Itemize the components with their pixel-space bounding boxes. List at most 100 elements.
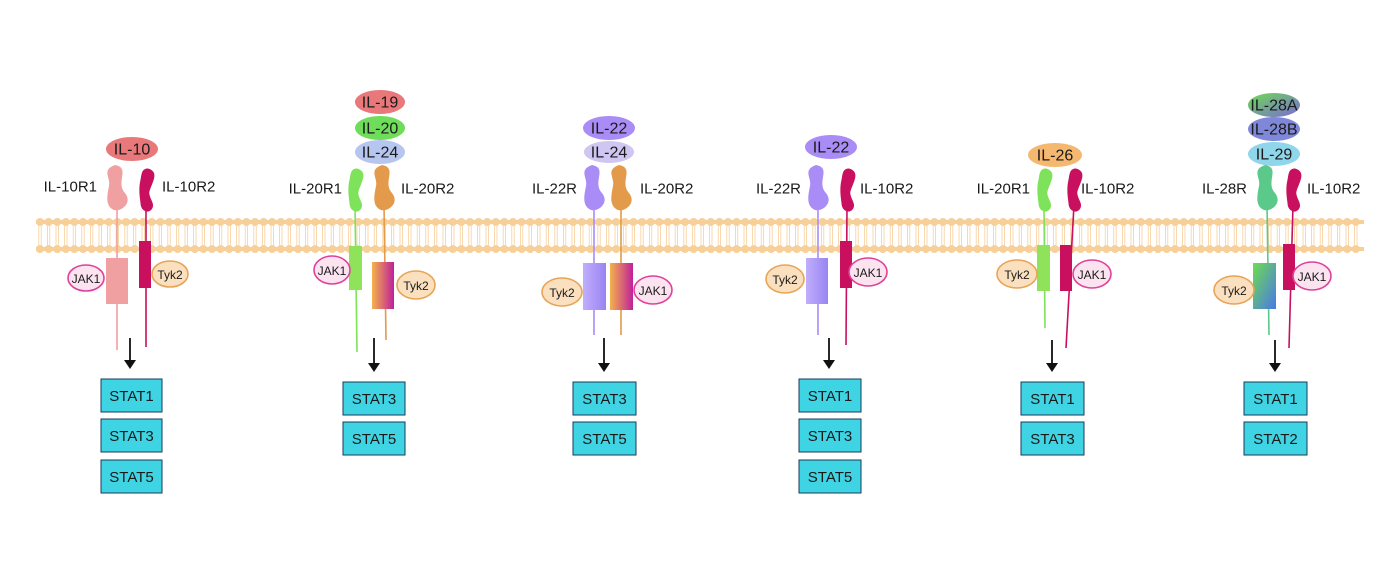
stat-box [1020,381,1085,416]
lipid-head [405,218,414,226]
stat-box [1020,421,1085,456]
lipid-head [921,245,930,253]
lipid-head [36,245,44,253]
lipid-head [1171,245,1180,253]
lipid-head [466,245,474,253]
intracellular-domain-left [349,246,362,290]
lipid-head [612,245,621,253]
lipid-head [1351,245,1360,253]
intracellular-domain-right [1283,244,1295,290]
ligand-label: IL-28A [1250,98,1297,115]
lipid-head [586,245,595,253]
lipid-head [1231,245,1240,253]
lipid-head [36,218,44,226]
lipid-head [216,218,225,226]
lipid-head [371,245,380,253]
lipid-head [603,218,612,226]
lipid-head [698,218,707,226]
receptor-head-left [348,168,364,212]
lipid-head [706,218,715,226]
stat-label: STAT1 [1030,391,1074,408]
lipid-head [225,245,234,253]
lipid-head [1343,218,1352,226]
lipid-head [982,245,990,253]
lipid-head [448,245,457,253]
lipid-head [577,218,586,226]
lipid-head [646,245,655,253]
lipid-head [216,245,225,253]
lipid-head [1093,245,1102,253]
lipid-head [130,245,139,253]
lipid-head [233,218,242,226]
lipid-head [423,218,431,226]
intracellular-domain-right [840,241,852,288]
receptor-head-right-hinge [143,201,151,209]
lipid-head [1007,218,1016,226]
lipid-head [715,245,724,253]
lipid-head [1334,218,1343,226]
lipid-head [526,245,535,253]
lipid-head [345,218,354,226]
lipid-head [655,245,664,253]
lipid-head [853,245,861,253]
lipid-head [1231,218,1240,226]
lipid-head [552,218,560,226]
lipid-head [337,245,345,253]
lipid-head [208,218,216,226]
lipid-head [96,245,105,253]
lipid-head [104,218,113,226]
lipid-head [629,218,638,226]
receptor-head-left-hinge [114,201,122,209]
lipid-head [1257,245,1266,253]
lipid-head [1136,218,1145,226]
lipid-head [569,245,578,253]
signal-arrow-head [823,360,835,369]
kinase-left-label: JAK1 [318,264,347,278]
lipid-head [999,245,1008,253]
kinase-left-label: Tyk2 [1004,268,1030,282]
lipid-head [1197,218,1205,226]
lipid-head [1240,218,1248,226]
lipid-head [878,245,887,253]
ligand-label: IL-24 [362,145,399,162]
lipid-head [362,245,371,253]
lipid-head [1050,218,1059,226]
ligand-shape [1248,117,1300,141]
lipid-head [1145,218,1154,226]
lipid-head [939,245,947,253]
lipid-head [440,245,449,253]
ligand-label: IL-10 [114,142,151,159]
lipid-head [1007,245,1016,253]
lipid-head [44,245,53,253]
lipid-head [930,245,939,253]
lipid-head [1214,218,1223,226]
stat-box [100,459,163,494]
kinase-right [151,260,189,288]
lipid-head [1119,245,1128,253]
intracellular-domain-left [806,258,828,304]
kinase-right-label: JAK1 [1298,270,1327,284]
lipid-head [586,218,595,226]
lipid-head [629,245,638,253]
lipid-head [913,218,922,226]
lipid-head [268,218,277,226]
lipid-head [285,245,294,253]
lipid-head [1171,218,1180,226]
lipid-head [913,245,922,253]
lipid-head [319,245,328,253]
ligand-label: IL-26 [1037,148,1074,165]
receptor-head-right-hinge [844,201,852,209]
lipid-head [1188,245,1197,253]
lipid-head [233,245,242,253]
kinase-left-label: Tyk2 [549,286,575,300]
lipid-head [1222,245,1231,253]
intracellular-domain-left [583,263,606,310]
lipid-head [775,218,784,226]
receptor-label-right: IL-10R2 [162,179,215,196]
lipid-head [620,218,629,226]
signal-arrow-head [124,360,136,369]
lipid-head [70,245,79,253]
lipid-head [414,245,423,253]
